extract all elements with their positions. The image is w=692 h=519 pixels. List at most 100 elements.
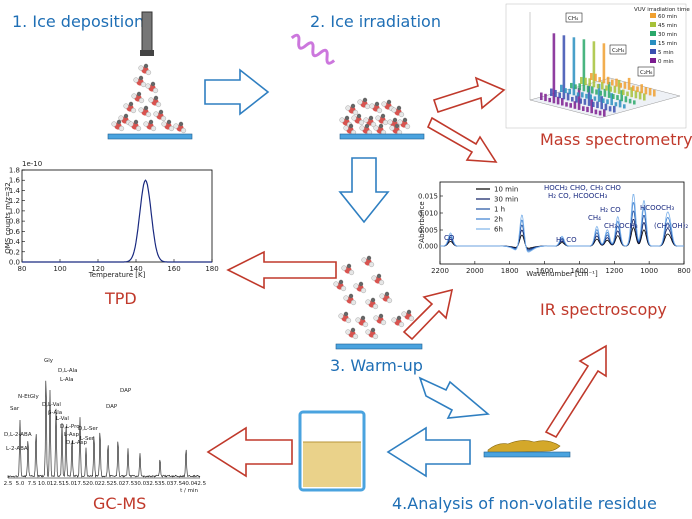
ms-bar (626, 92, 629, 97)
ir-annotation: H₂ CO, HCOOCH₃ (548, 192, 607, 200)
ir-annotation: H₂ CO (556, 236, 577, 244)
gcms-chart: 2.55.07.510.012.515.017.520.022.525.027.… (4, 358, 207, 494)
ms-legend-entry: 0 min (658, 59, 674, 65)
gcms-xtick-label: 25.0 (110, 481, 123, 487)
tpd-ytick-label: 1.2 (9, 197, 20, 205)
ms-bar (625, 96, 628, 102)
ms-legend-entry: 60 min (658, 14, 678, 20)
ms-bar (606, 99, 609, 104)
ms-bar (615, 102, 618, 106)
gcms-xtick-label: 10.0 (38, 481, 51, 487)
ir-annotation: (CH₂ OH)₂ (654, 222, 688, 230)
ir-ytick-label: 0.010 (418, 210, 438, 218)
gcms-peak-label: D,L-2-ABA (4, 432, 32, 438)
tpd-xtick-label: 120 (91, 265, 104, 273)
deposition-molecule-cluster-icon (112, 64, 186, 133)
ms-bar (611, 80, 614, 86)
gcms-xtick-label: 32.5 (146, 481, 159, 487)
gcms-xtick-label: 12.5 (50, 481, 63, 487)
ms-bar (570, 83, 573, 88)
gcms-xtick-label: 42.5 (194, 481, 207, 487)
gcms-xunit: t / min (180, 488, 198, 494)
ms-bar (607, 77, 610, 85)
ms-legend-entry: 45 min (658, 23, 678, 29)
gcms-xtick-label: 7.5 (28, 481, 37, 487)
tpd-ytick-label: 1.8 (9, 167, 20, 175)
arrow-residue-to-beaker (388, 428, 470, 476)
ms-bar (599, 111, 602, 116)
arrow-irradiation-to-ir (428, 118, 496, 162)
ir-annotation: CH₃ OCH₃ (604, 222, 638, 230)
ms-bar (602, 98, 605, 103)
ms-bar (653, 90, 656, 97)
ms-bar (580, 77, 583, 84)
ir-legend-entry: 2h (494, 216, 503, 224)
ms-bar (599, 91, 602, 96)
ms-bar (577, 92, 580, 96)
ms-bar (554, 90, 557, 97)
tpd-ytick-label: 0.2 (9, 248, 20, 256)
ms-bar (623, 104, 626, 108)
ir-annotation: CH₄ (588, 214, 601, 222)
tpd-ytick-label: 1.0 (9, 207, 20, 215)
gcms-peak-label: L-Ala (60, 377, 74, 383)
gcms-peak-label: L-2-ABA (6, 446, 28, 452)
tpd-ytick-label: 0.6 (9, 228, 21, 236)
tpd-ytick-label: 1.4 (9, 187, 21, 195)
gcms-xtick-label: 35.0 (158, 481, 171, 487)
gcms-peak-label: DAP (120, 388, 132, 394)
tpd-xtick-label: 180 (205, 265, 218, 273)
ms-bar (591, 86, 594, 93)
ir-legend-entry: 1 h (494, 206, 505, 214)
ms-bar (609, 87, 612, 92)
ir-xtick-label: 2000 (466, 267, 484, 275)
arrow-irradiation-to-ms (434, 78, 504, 112)
arrow-irradiation-to-warmup (340, 158, 388, 222)
gcms-peak-label: Gly (44, 358, 54, 364)
ms-bar (544, 94, 547, 101)
ms-bar (605, 104, 608, 111)
ir-ytick-label: 0.005 (418, 227, 438, 235)
ms-bar (622, 90, 625, 95)
ir-ytick-label: 0.000 (418, 243, 438, 251)
ms-bar (540, 93, 543, 100)
ir-xtick-label: 1600 (536, 267, 554, 275)
tpd-ytick-label: 0.4 (9, 238, 21, 246)
ms-bar (550, 89, 553, 96)
beaker-icon (300, 412, 364, 490)
ice-nozzle-icon (140, 12, 154, 56)
ms-bar (564, 88, 567, 93)
tpd-xtick-label: 100 (53, 265, 66, 273)
ms-bar (594, 96, 597, 100)
ms-legend-entry: 15 min (658, 41, 678, 47)
ir-ytick-label: 0.015 (418, 193, 438, 201)
gcms-xtick-label: 20.0 (86, 481, 99, 487)
ms-bar (615, 79, 618, 87)
gcms-xtick-label: 30.0 (134, 481, 147, 487)
ms-bar (558, 93, 561, 99)
ms-bar (609, 106, 612, 111)
irradiation-molecule-cluster-icon (340, 98, 410, 135)
ms-bar (548, 98, 551, 102)
ms-bar (636, 86, 639, 92)
ms-bar (594, 74, 597, 81)
ms-bar (595, 89, 598, 94)
gcms-xtick-label: 2.5 (4, 481, 13, 487)
warmup-molecule-cluster-icon (334, 256, 414, 339)
gcms-xtick-label: 27.5 (122, 481, 135, 487)
ms-bar (586, 107, 589, 112)
ms-bar (633, 100, 636, 104)
ms-legend-entry: 5 min (658, 50, 674, 56)
ms-bar (597, 84, 600, 88)
ir-annotation: HOCH₂ CHO, CH₃ CHO (544, 184, 621, 192)
tpd-ytick-label: 0.8 (9, 218, 20, 226)
arrow-deposition-to-irradiation (205, 70, 268, 114)
ms-bar (624, 82, 627, 89)
ir-annotation: HCOOCH₃ (640, 204, 674, 212)
uv-wave-icon (289, 34, 336, 65)
substrate-4 (484, 452, 570, 457)
ir-chart: Absorbance Wavenumber [cm⁻¹] 22002000180… (418, 182, 691, 278)
ms-bar (574, 84, 577, 89)
arrow-warmup-to-residue (420, 378, 488, 418)
arrow-residue-to-ir (546, 346, 606, 437)
